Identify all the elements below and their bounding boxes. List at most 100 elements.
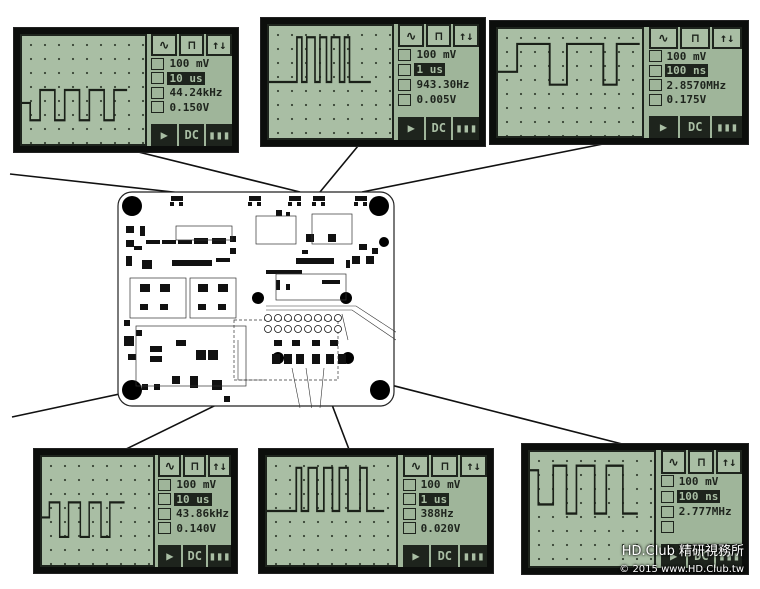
timebase-setting-value: 100 ns [676, 490, 721, 504]
param-tag-icon [151, 101, 165, 114]
square-wave-icon[interactable]: ⊓ [178, 34, 205, 57]
volt-setting[interactable]: 100 mV [151, 56, 232, 71]
sine-wave-icon[interactable]: ∿ [158, 455, 182, 478]
volt-setting[interactable]: 100 mV [648, 49, 742, 63]
timebase-setting[interactable]: 10 us [158, 492, 231, 507]
waveform-trace [269, 36, 371, 84]
param-tag-icon [398, 63, 412, 76]
timebase-setting[interactable]: 100 ns [660, 489, 742, 504]
sine-wave-icon[interactable]: ∿ [660, 450, 687, 474]
trigger-arrows-icon[interactable]: ↑↓ [460, 455, 487, 478]
vrms-readout-value: 0.005V [416, 93, 457, 107]
frequency-readout: 2.777MHz [660, 504, 742, 519]
waveform-grid [496, 27, 644, 138]
mode-selector-row: ∿⊓↑↓ [660, 450, 742, 474]
pcb-traces [237, 305, 396, 408]
timebase-setting[interactable]: 100 ns [648, 64, 742, 78]
volt-setting[interactable]: 100 mV [398, 47, 479, 62]
trigger-arrows-icon[interactable]: ↑↓ [716, 450, 742, 474]
square-wave-icon[interactable]: ⊓ [425, 24, 452, 48]
waveform-grid [20, 34, 148, 146]
param-tag-icon [398, 78, 412, 91]
scope-control-row: ▶DC▮▮▮ [158, 544, 231, 567]
battery-icon: ▮▮▮ [453, 116, 479, 140]
timebase-setting[interactable]: 1 us [398, 62, 479, 77]
sine-wave-icon[interactable]: ∿ [398, 24, 424, 48]
frequency-readout: 2.8570MHz [648, 78, 742, 92]
param-tag-icon [158, 478, 172, 491]
waveform-grid [265, 455, 399, 567]
leader-line [319, 145, 359, 193]
mounting-hole [369, 196, 389, 216]
vrms-readout: 0.005V [398, 92, 479, 107]
vrms-readout-value: 0.140V [176, 521, 217, 535]
pcb-layout [117, 191, 396, 408]
waveform-trace [42, 501, 125, 538]
square-wave-icon[interactable]: ⊓ [431, 455, 459, 478]
coupling-button[interactable]: DC [680, 115, 711, 138]
square-wave-icon[interactable]: ⊓ [688, 450, 715, 474]
mode-selector-row: ∿⊓↑↓ [402, 455, 487, 478]
coupling-button[interactable]: DC [431, 544, 459, 567]
volt-setting[interactable]: 100 mV [158, 477, 231, 492]
battery-icon: ▮▮▮ [716, 544, 742, 568]
timebase-setting-value: 100 ns [664, 64, 709, 78]
watermark-title: HD.Club 精研視務所 [621, 544, 744, 559]
volt-setting[interactable]: 100 mV [402, 477, 487, 492]
trigger-arrows-icon[interactable]: ↑↓ [206, 34, 232, 57]
scope-control-row: ▶DC▮▮▮ [660, 544, 742, 568]
frequency-readout: 943.30Hz [398, 77, 479, 92]
timebase-setting[interactable]: 1 us [402, 492, 487, 507]
trigger-arrows-icon[interactable]: ↑↓ [712, 27, 743, 50]
leader-line [121, 147, 301, 193]
play-icon[interactable]: ▶ [158, 544, 182, 567]
play-icon[interactable]: ▶ [660, 544, 687, 568]
coupling-button[interactable]: DC [425, 116, 452, 140]
coupling-button[interactable]: DC [178, 123, 205, 146]
vrms-readout-value: 0.150V [169, 100, 210, 114]
frequency-readout: 44.24kHz [151, 85, 232, 100]
param-tag-icon [648, 79, 662, 92]
param-tag-icon [158, 522, 172, 535]
frequency-readout-value: 44.24kHz [169, 86, 223, 100]
sine-wave-icon[interactable]: ∿ [648, 27, 679, 50]
coupling-button[interactable]: DC [688, 544, 715, 568]
volt-setting[interactable]: 100 mV [660, 474, 742, 489]
square-wave-icon[interactable]: ⊓ [680, 27, 711, 50]
waveform-trace [267, 466, 385, 513]
leader-line [361, 142, 609, 193]
sine-wave-icon[interactable]: ∿ [402, 455, 430, 478]
param-tag-icon [648, 64, 662, 77]
play-icon[interactable]: ▶ [398, 116, 424, 140]
scope-control-row: ▶DC▮▮▮ [151, 123, 232, 146]
param-tag-icon [660, 505, 674, 518]
coupling-button[interactable]: DC [183, 544, 207, 567]
mounting-hole [122, 380, 142, 400]
trigger-arrows-icon[interactable]: ↑↓ [453, 24, 479, 48]
waveform-trace [498, 42, 640, 86]
timebase-setting[interactable]: 10 us [151, 71, 232, 86]
param-tag-icon [648, 93, 662, 106]
square-wave-icon[interactable]: ⊓ [183, 455, 207, 478]
vrms-readout [660, 520, 742, 535]
play-icon[interactable]: ▶ [648, 115, 679, 138]
sine-wave-icon[interactable]: ∿ [151, 34, 177, 57]
watermark-copyright: © 2015 www.HD.Club.tw [619, 564, 744, 575]
play-icon[interactable]: ▶ [402, 544, 430, 567]
timebase-setting-value: 1 us [418, 492, 450, 506]
trigger-arrows-icon[interactable]: ↑↓ [208, 455, 231, 478]
param-tag-icon [660, 475, 674, 488]
param-tag-icon [151, 86, 165, 99]
frequency-readout-value: 43.86kHz [176, 507, 229, 521]
play-icon[interactable]: ▶ [151, 123, 177, 146]
